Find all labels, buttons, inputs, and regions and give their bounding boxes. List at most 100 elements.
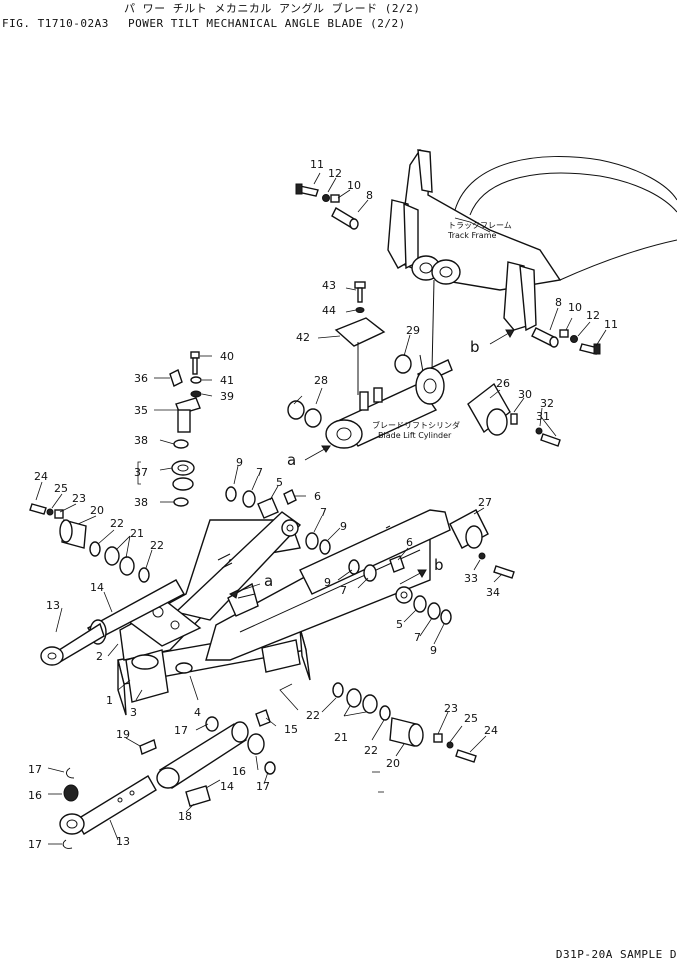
callout-18: 18 xyxy=(178,810,192,823)
pin-8-lower xyxy=(531,327,559,348)
callout-22: 22 xyxy=(150,539,164,552)
fitting-15 xyxy=(255,709,271,727)
japanese-title: パ ワー チルト メカニカル アングル ブレード (2/2) xyxy=(124,2,421,15)
callout-28: 28 xyxy=(314,374,328,387)
ring-17-right xyxy=(264,761,276,775)
callout-17: 17 xyxy=(28,763,42,776)
pin-8-upper xyxy=(331,207,359,230)
callout-9: 9 xyxy=(340,520,347,533)
bushing-37a xyxy=(171,460,195,476)
spacer-10-lower xyxy=(559,329,569,338)
bushing-5-b xyxy=(413,595,427,613)
callout-14: 14 xyxy=(90,581,104,594)
callout-10: 10 xyxy=(347,179,361,192)
fitting-assembly xyxy=(169,351,202,433)
callout-12: 12 xyxy=(328,167,342,180)
snap-ring-17-bottom xyxy=(62,839,73,849)
brace-13-upper xyxy=(40,622,105,666)
callout-14: 14 xyxy=(220,780,234,793)
figure-title: POWER TILT MECHANICAL ANGLE BLADE (2/2) xyxy=(128,17,406,30)
callout-34: 34 xyxy=(486,586,500,599)
callout-13: 13 xyxy=(46,599,60,612)
callout-16: 16 xyxy=(28,789,42,802)
blade-lift-cylinder xyxy=(325,279,453,449)
leader-lines xyxy=(35,172,607,845)
ring-9-b xyxy=(319,539,331,555)
bolt-11-lower xyxy=(579,343,601,355)
callout-11: 11 xyxy=(604,318,618,331)
ring-7-c xyxy=(363,564,377,582)
bolt-43 xyxy=(354,281,366,303)
callout-27: 27 xyxy=(478,496,492,509)
callout-5: 5 xyxy=(276,476,283,489)
ring-28b xyxy=(304,408,322,428)
plate-23-right xyxy=(433,733,443,743)
washer-25-right xyxy=(446,741,454,749)
c-frame xyxy=(117,509,451,716)
callout-41: 41 xyxy=(220,374,234,387)
callout-23: 23 xyxy=(72,492,86,505)
callout-7: 7 xyxy=(414,631,421,644)
bushing-21-left-a xyxy=(104,546,120,566)
callout-42: 42 xyxy=(296,331,310,344)
ring-7-d xyxy=(427,602,441,620)
callout-13: 13 xyxy=(116,835,130,848)
callout-17: 17 xyxy=(256,780,270,793)
callout-19: 19 xyxy=(116,728,130,741)
ring-29 xyxy=(394,354,412,374)
callout-31: 31 xyxy=(536,410,550,423)
callout-15: 15 xyxy=(284,723,298,736)
ring-28a xyxy=(287,400,305,420)
grease-19 xyxy=(139,739,157,755)
ref-letter-a-frame: a xyxy=(264,572,273,590)
plate-23-left xyxy=(54,509,64,519)
callout-22: 22 xyxy=(306,709,320,722)
callout-7: 7 xyxy=(320,506,327,519)
callout-12: 12 xyxy=(586,309,600,322)
bolt-34 xyxy=(493,565,515,579)
callout-17: 17 xyxy=(174,724,188,737)
cylinder-label: Blade Lift Cylinder xyxy=(378,431,452,440)
ring-22-left-a xyxy=(89,541,101,557)
callout-22: 22 xyxy=(364,744,378,757)
callout-8: 8 xyxy=(366,189,373,202)
ring-7-a xyxy=(242,490,256,508)
ring-22-right-a xyxy=(332,682,344,698)
snap-ring-17-top xyxy=(66,767,75,779)
cylinder-jp-label: ブレードリフトシリンダ xyxy=(372,420,460,430)
washer-25-left xyxy=(46,508,54,516)
washer-12-upper xyxy=(322,194,330,202)
callout-36: 36 xyxy=(134,372,148,385)
callout-26: 26 xyxy=(496,377,510,390)
shim-38-lower xyxy=(173,497,189,507)
ring-22-right-b xyxy=(379,705,391,721)
callout-37: 37 xyxy=(134,466,148,479)
washer-44 xyxy=(355,307,365,313)
washer-32 xyxy=(535,427,543,435)
ring-22-left-b xyxy=(138,567,150,583)
ref-letter-a-cylinder: a xyxy=(287,451,296,469)
spacer-10-upper xyxy=(330,194,340,203)
ref-letter-b-arm: b xyxy=(434,556,444,574)
bolt-24-left xyxy=(29,503,47,515)
callout-21: 21 xyxy=(130,527,144,540)
track-frame-label: Track Frame xyxy=(447,231,496,240)
callout-25: 25 xyxy=(54,482,68,495)
callout-1: 1 xyxy=(106,694,113,707)
bushing-21-right-a xyxy=(346,688,362,708)
callout-7: 7 xyxy=(340,584,347,597)
callout-5: 5 xyxy=(396,618,403,631)
fitting-6-a xyxy=(283,489,297,505)
track-frame xyxy=(387,149,677,332)
callout-39: 39 xyxy=(220,390,234,403)
callout-11: 11 xyxy=(310,158,324,171)
callout-20: 20 xyxy=(386,757,400,770)
lock-30 xyxy=(510,413,518,425)
callout-6: 6 xyxy=(406,536,413,549)
bolt-31 xyxy=(540,433,561,447)
callout-21: 21 xyxy=(334,731,348,744)
reference-arrows xyxy=(217,329,515,599)
pin-26-end xyxy=(486,408,508,436)
callout-10: 10 xyxy=(568,301,582,314)
